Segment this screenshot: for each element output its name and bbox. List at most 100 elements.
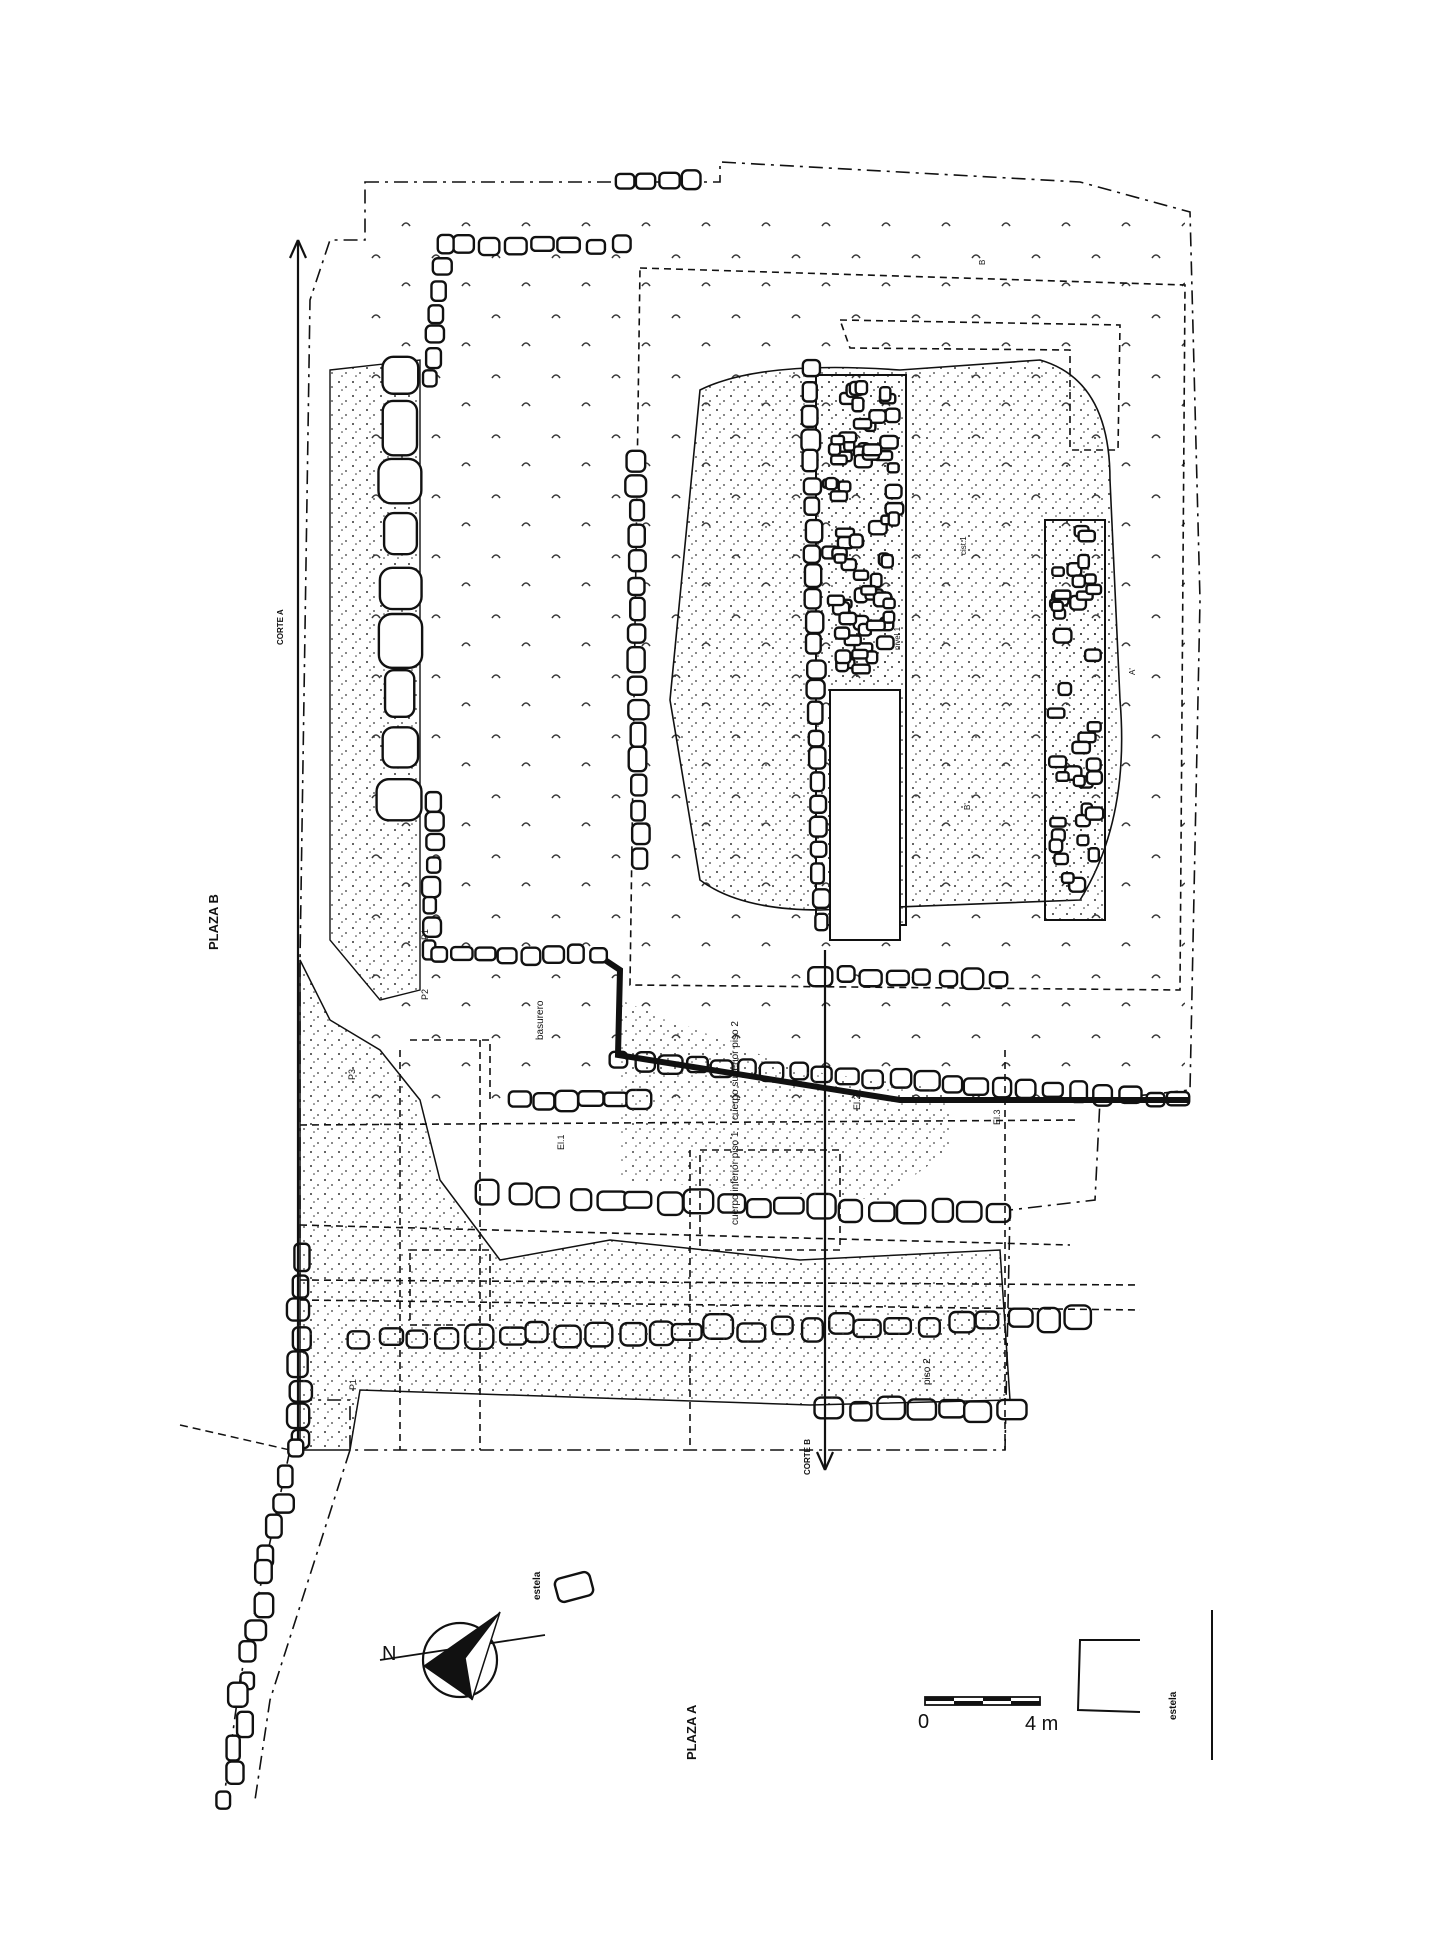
wall-stone (806, 1192, 837, 1220)
wall-stone (436, 233, 455, 255)
wall-stone (226, 1681, 249, 1708)
wall-stone (225, 1734, 241, 1762)
wall-stone (1087, 847, 1100, 863)
wall-stone (375, 777, 423, 822)
a-prime-label: A' (1128, 668, 1137, 675)
wall-stone (829, 454, 848, 466)
wall-stone (629, 596, 646, 622)
wall-stone (474, 946, 497, 962)
wall-stone (420, 875, 442, 899)
estela-stone-right (1076, 1639, 1141, 1713)
wall-stone (627, 698, 650, 721)
basurero-label: basurero (535, 1000, 546, 1040)
wall-stone (577, 1090, 605, 1108)
wall-stone (624, 474, 648, 498)
wall-stone (807, 745, 827, 770)
wall-stone (1052, 627, 1073, 644)
wall-stone (851, 648, 869, 660)
wall-stone (884, 483, 903, 500)
wall-stone (807, 965, 834, 988)
wall-stone (1077, 529, 1097, 543)
wall-stone (623, 1190, 653, 1209)
wall-stone (851, 663, 871, 675)
wall-stone (627, 523, 646, 549)
wall-stone (860, 584, 878, 596)
wall-stone (773, 1196, 805, 1215)
wall-stone (431, 257, 453, 276)
wall-stone (867, 1201, 896, 1223)
corte-b-label: CORTE B (803, 1439, 812, 1475)
wall-stone (807, 729, 825, 748)
wall-stone (800, 404, 819, 428)
wall-stone (809, 794, 828, 814)
wall-stone (803, 587, 822, 610)
estela-right-label: estela (1168, 1691, 1179, 1720)
wall-stone (962, 1077, 990, 1097)
wall-stone (535, 1186, 560, 1209)
wall-stone (809, 840, 828, 858)
wall-stone (834, 527, 856, 538)
wall-stone (985, 1202, 1012, 1224)
wall-stone (381, 399, 419, 457)
scale-start-label: 0 (918, 1711, 929, 1733)
wall-stone (631, 847, 649, 870)
wall-stone (422, 895, 438, 915)
scale-end-label: 4 m (1025, 1713, 1058, 1735)
wall-stone (880, 553, 895, 569)
wall-stone (244, 1619, 268, 1642)
wall-stone (868, 408, 887, 425)
wall-stone (553, 1089, 580, 1113)
wall-stone (862, 443, 883, 457)
wall-stone (887, 511, 901, 527)
wall-stone (658, 171, 681, 190)
wall-stone (627, 745, 648, 773)
wall-stone (1071, 574, 1086, 589)
wall-stone (804, 632, 822, 655)
wall-stone (938, 1398, 966, 1419)
wall-stone (542, 945, 566, 965)
wall-stone (508, 1182, 533, 1206)
wall-stone (814, 912, 829, 932)
wall-stone (996, 1398, 1028, 1421)
wall-stone (838, 611, 858, 626)
wall-stone (253, 1592, 275, 1619)
wall-stone (425, 856, 442, 874)
wall-stone (626, 675, 648, 696)
wall-stone (1077, 553, 1091, 570)
wall-stone (556, 236, 581, 254)
estela-stone-left (553, 1570, 595, 1604)
wall-stone (826, 594, 846, 607)
wall-stone (382, 511, 419, 556)
wall-stone (879, 434, 899, 450)
wall-stone (802, 477, 823, 496)
wall-stone (829, 490, 849, 503)
wall-stone (849, 1400, 873, 1422)
wall-stone (824, 476, 839, 491)
wall-stone (272, 1493, 295, 1514)
wall-stone (1014, 1078, 1037, 1100)
wall-stone (911, 968, 931, 986)
lower-terraces (299, 959, 1141, 1451)
b-mark-label: B (978, 260, 987, 265)
wall-stone (264, 1513, 283, 1539)
wall-stone (626, 645, 646, 674)
cuerpo-inferior-label: cuerpo inferior piso 1 (730, 1131, 741, 1225)
wall-stone (801, 448, 819, 473)
wall-stone (811, 888, 831, 910)
nivel1-label: nivel 1 (893, 626, 902, 650)
wall-stone (225, 1760, 245, 1786)
wall-stone (875, 635, 895, 651)
wall-stone (630, 799, 646, 822)
wall-stone (801, 358, 822, 378)
el3-label: El.3 (992, 1109, 1002, 1125)
entry-path (179, 1424, 351, 1810)
wall-stone (1076, 834, 1090, 847)
wall-stone (809, 771, 826, 793)
wall-stone (991, 1076, 1013, 1099)
piso-2-label: piso 2 (922, 1358, 933, 1385)
p1-label-bottom: P1 (348, 1379, 358, 1390)
wall-stone (238, 1640, 257, 1663)
wall-stone (806, 659, 827, 680)
wall-stone (955, 1200, 983, 1223)
